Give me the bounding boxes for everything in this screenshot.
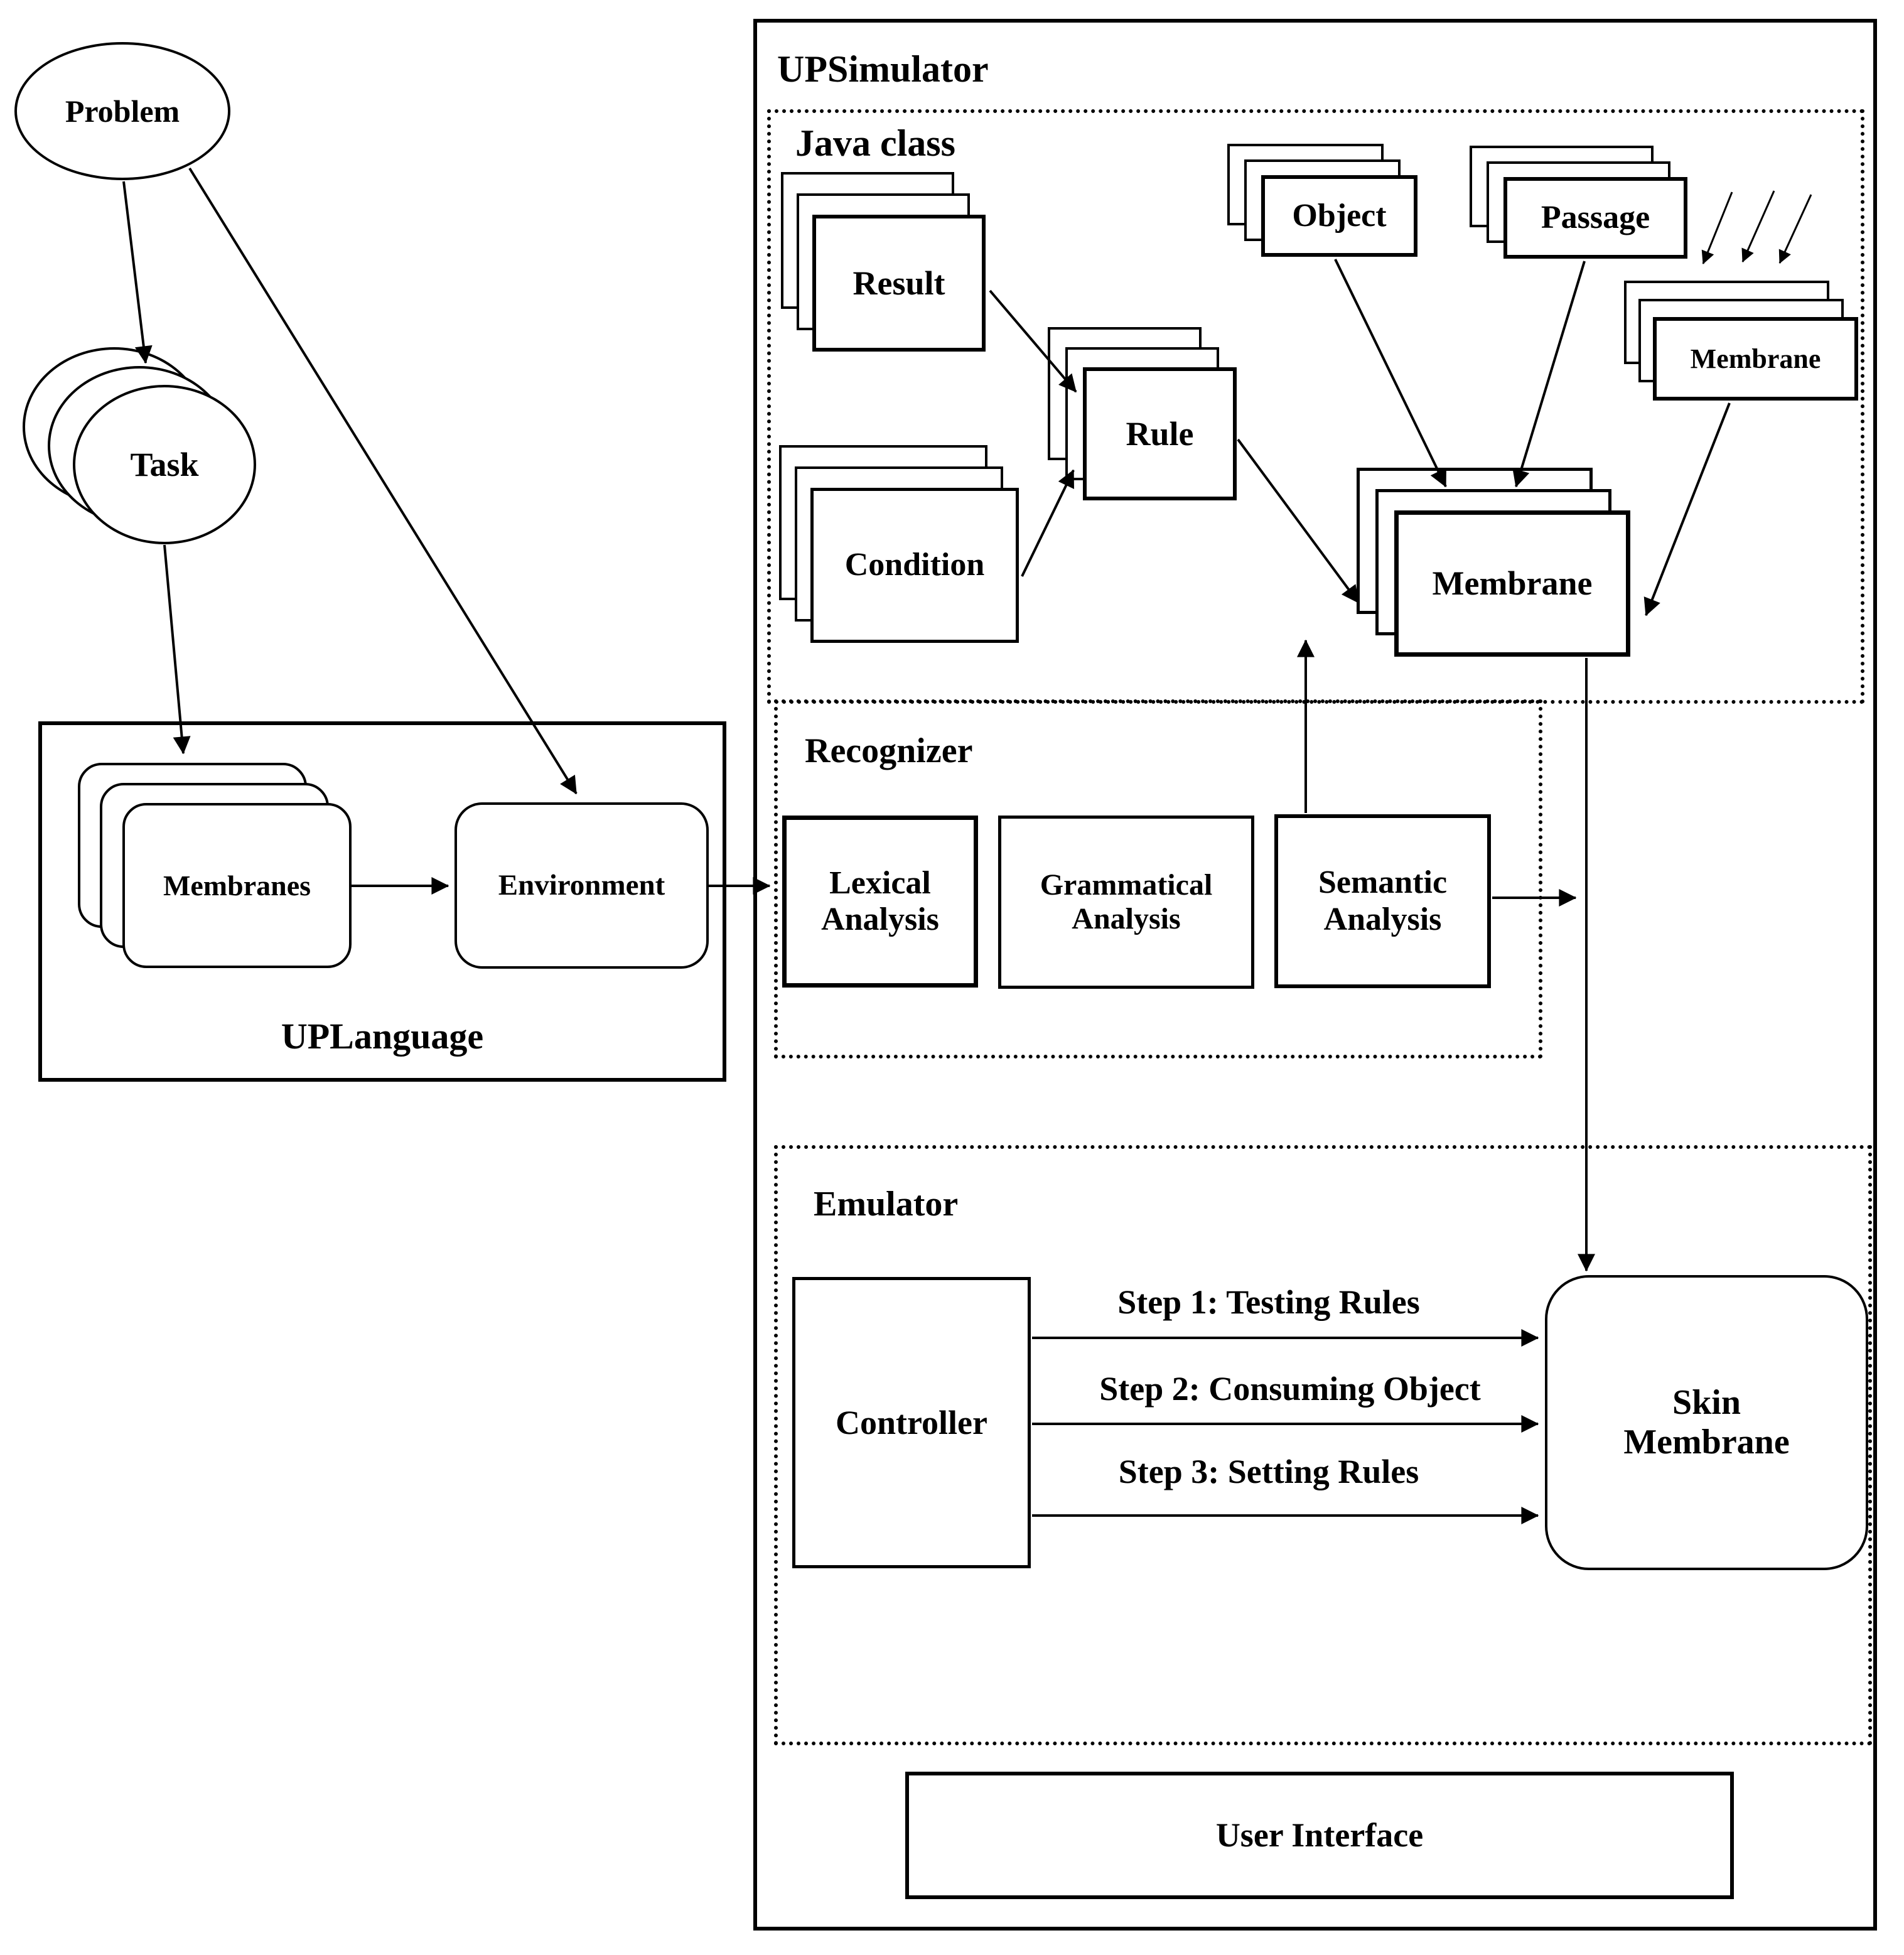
grammatical-analysis-label: Grammatical Analysis (1040, 868, 1213, 935)
emulator-title: Emulator (814, 1184, 958, 1224)
recognizer-box (774, 699, 1542, 1058)
step2-label: Step 2: Consuming Object (1039, 1369, 1541, 1409)
arrow-problem-to-task (122, 181, 153, 364)
problem-ellipse: Problem (14, 42, 230, 180)
step3-label-text: Step 3: Setting Rules (1118, 1452, 1419, 1490)
environment-label: Environment (498, 869, 665, 902)
rule-card-front: Rule (1083, 367, 1237, 500)
object-card-front: Object (1261, 175, 1417, 257)
condition-label: Condition (844, 547, 985, 583)
uplanguage-title-text: UPLanguage (281, 1015, 484, 1057)
java-class-title-text: Java class (795, 122, 955, 164)
object-label: Object (1292, 197, 1387, 234)
step2-label-text: Step 2: Consuming Object (1099, 1369, 1481, 1408)
step1-label-text: Step 1: Testing Rules (1117, 1283, 1420, 1321)
controller-label: Controller (836, 1403, 987, 1441)
environment-box: Environment (454, 802, 709, 969)
skin-membrane-label: Skin Membrane (1623, 1383, 1790, 1462)
upsimulator-title: UPSimulator (777, 48, 989, 91)
membranes-label: Membranes (163, 869, 311, 902)
uplanguage-title: UPLanguage (194, 1015, 571, 1058)
result-card-front: Result (812, 215, 986, 352)
membrane-main-label: Membrane (1432, 564, 1593, 603)
step1-label: Step 1: Testing Rules (1068, 1282, 1470, 1322)
user-interface-box: User Interface (905, 1772, 1734, 1899)
result-label: Result (852, 264, 945, 302)
emulator-box (774, 1145, 1872, 1745)
step3-label: Step 3: Setting Rules (1068, 1451, 1470, 1492)
membrane-small-card-front: Membrane (1653, 317, 1858, 401)
lexical-analysis-box: Lexical Analysis (782, 816, 978, 988)
membrane-small-label: Membrane (1690, 343, 1821, 374)
java-class-title: Java class (795, 122, 955, 165)
upsimulator-box (753, 19, 1877, 1931)
condition-card-front: Condition (810, 488, 1019, 643)
membranes-card-front: Membranes (122, 803, 352, 968)
controller-box: Controller (792, 1277, 1031, 1568)
membrane-main-card-front: Membrane (1394, 510, 1630, 657)
task-ellipse-front: Task (73, 385, 256, 544)
passage-card-front: Passage (1503, 177, 1687, 259)
task-label: Task (130, 445, 199, 483)
recognizer-title-text: Recognizer (805, 731, 973, 770)
emulator-title-text: Emulator (814, 1185, 959, 1224)
problem-label: Problem (65, 94, 180, 129)
passage-label: Passage (1541, 199, 1650, 235)
lexical-analysis-label: Lexical Analysis (821, 864, 939, 937)
semantic-analysis-label: Semantic Analysis (1318, 864, 1448, 937)
rule-label: Rule (1126, 414, 1194, 453)
recognizer-title: Recognizer (805, 731, 972, 771)
user-interface-label: User Interface (1215, 1816, 1424, 1855)
semantic-analysis-box: Semantic Analysis (1274, 814, 1491, 988)
grammatical-analysis-box: Grammatical Analysis (998, 816, 1254, 989)
skin-membrane-box: Skin Membrane (1545, 1275, 1868, 1570)
upsimulator-title-text: UPSimulator (777, 48, 989, 90)
